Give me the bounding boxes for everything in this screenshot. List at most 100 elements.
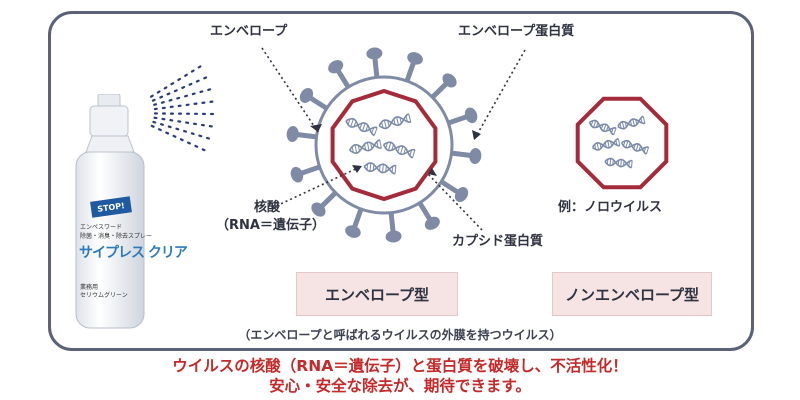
spray-dot <box>175 127 180 131</box>
spray-dot <box>184 73 188 77</box>
spray-dot <box>176 96 181 100</box>
rna-strand <box>591 137 621 151</box>
spray-dot <box>151 98 156 102</box>
spray-dot <box>197 65 202 69</box>
spike-head <box>366 47 383 60</box>
spray-dot <box>181 86 186 89</box>
spike-head <box>345 225 361 238</box>
spray-dot <box>201 148 206 152</box>
rna-strand <box>345 117 378 137</box>
spray-dot <box>173 89 178 93</box>
arrowhead-nucleic-acid <box>352 165 362 173</box>
spray-dot <box>208 125 213 128</box>
spray-dot <box>207 88 212 91</box>
spray-dot <box>185 112 190 115</box>
leader-envelope <box>261 47 319 133</box>
spray-dot <box>163 86 168 90</box>
spray-dot <box>177 77 182 82</box>
product-small2: セリウムグリーン <box>80 292 128 299</box>
spray-dot <box>177 112 182 115</box>
rna-strand <box>620 139 650 155</box>
spray-dot <box>167 125 172 129</box>
label-envelope-protein: エンベロープ蛋白質 <box>458 24 575 39</box>
spray-dot <box>201 112 206 116</box>
product-bottle: STOP! エンペスワード 除菌・消臭・除去スプレー サイプレス クリア 業務用… <box>72 94 188 330</box>
spray-dot <box>153 112 158 115</box>
spray-dot <box>166 92 171 96</box>
product-line2: 除菌・消臭・除去スプレー <box>80 233 153 240</box>
spray-dot <box>161 106 166 110</box>
spray-dot <box>187 141 191 145</box>
spray-dot <box>169 112 174 115</box>
label-capsid-protein: カプシド蛋白質 <box>452 234 544 249</box>
spray-dot <box>198 134 203 138</box>
spray-dot <box>149 94 154 98</box>
spike-head <box>385 230 402 243</box>
spray-dot <box>170 82 175 86</box>
spray-dot <box>199 90 204 94</box>
spike-head <box>469 148 482 164</box>
spray-dot <box>169 105 174 109</box>
spray-dot <box>177 104 182 108</box>
rna-strands-non-enveloped <box>588 115 650 169</box>
leader-nucleic-acid <box>271 165 363 209</box>
rna-strand <box>604 157 633 169</box>
spray-dot <box>200 123 205 127</box>
spray-dot <box>160 123 164 126</box>
label-nucleic-acid-note: （RNA＝遺伝子） <box>216 218 325 233</box>
label-nucleic-acid: 核酸 <box>254 200 281 215</box>
spike-head <box>407 52 423 65</box>
enveloped-type-box: エンベロープ型 <box>296 272 458 316</box>
spray-dot <box>153 107 158 111</box>
spray-dot <box>190 69 195 73</box>
spray-dot <box>201 101 206 104</box>
spike-head <box>464 107 478 124</box>
spike-head <box>424 216 440 230</box>
non-enveloped-type-box: ノンエンベロープ型 <box>552 272 712 316</box>
message-line2: 安心・安全な除去が、期待できます。 <box>269 377 531 395</box>
spray-dot <box>177 120 182 123</box>
spray-dot <box>203 76 208 80</box>
spray-dot <box>159 95 164 99</box>
message-line1: ウイルスの核酸（RNA＝遺伝子）と蛋白質を破壊し、不活性化！ <box>172 357 628 375</box>
spray-dot <box>191 92 196 96</box>
spray-dot <box>184 94 189 98</box>
spray-dot <box>190 132 195 136</box>
spray-dot <box>193 112 198 115</box>
spray-dot <box>185 121 190 124</box>
spray-dot <box>150 124 155 128</box>
rna-strands-enveloped <box>345 113 416 175</box>
rna-strand <box>363 162 397 175</box>
spike-head <box>311 202 326 217</box>
product-small1: 業務用 <box>80 284 99 291</box>
spray-dot <box>153 103 158 106</box>
arrowhead-envelope <box>310 124 322 132</box>
spray-dot <box>168 98 173 102</box>
spike-head <box>299 87 314 103</box>
rna-strand <box>378 113 412 130</box>
leader-lines <box>261 47 526 231</box>
spray-dot <box>185 103 190 107</box>
envelope-footnote: （エンベロープと呼ばれるウイルスの外膜を持つウイルス） <box>238 328 562 342</box>
spray-dot <box>206 136 210 140</box>
spray-dot <box>169 119 174 122</box>
spray-dot <box>194 144 199 148</box>
spray-dot <box>209 112 214 116</box>
leader-arrowheads <box>310 124 481 176</box>
spray-dot <box>193 102 198 105</box>
spray-dot <box>157 128 162 132</box>
arrowhead-capsid <box>428 168 437 176</box>
spray-mist <box>149 65 214 152</box>
spray-dot <box>188 82 193 86</box>
arrowhead-envelope-protein <box>472 130 481 140</box>
spike-head <box>328 60 344 74</box>
product-brand: サイプレス クリア <box>79 245 188 261</box>
spray-dot <box>153 116 158 120</box>
rna-strand <box>348 139 382 154</box>
leader-envelope-protein <box>473 49 526 141</box>
spray-dot <box>156 90 161 94</box>
product-line1: エンペスワード <box>80 224 123 231</box>
envelope-protein-spikes <box>286 47 482 243</box>
spike-head <box>442 73 457 88</box>
